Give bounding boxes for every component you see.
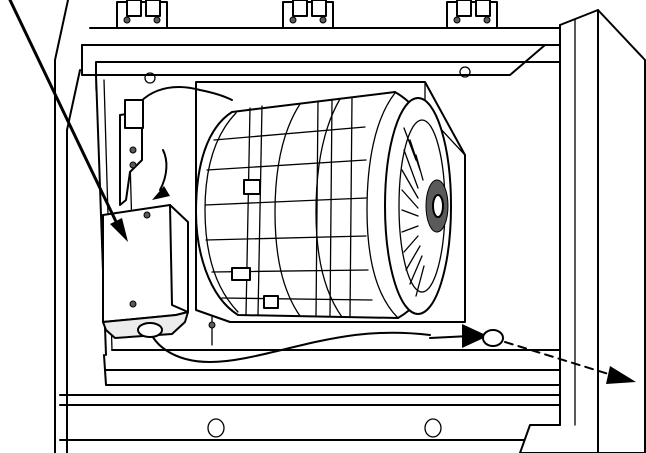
housing-frame [54, 0, 561, 453]
cord-exit-dashed-arrow [504, 341, 636, 384]
grommet-icon [482, 329, 504, 347]
blower-motor [195, 91, 452, 319]
right-side-panel [519, 9, 646, 453]
front-panel-holes [207, 418, 442, 438]
hinge-icon [282, 0, 334, 29]
cord-entry-arrow [429, 324, 488, 348]
callout-leader-arrow [8, 0, 128, 242]
hinge-icon [446, 0, 498, 29]
hinge-icon [116, 0, 168, 29]
cord-routing-arrow [152, 149, 170, 200]
mount-bracket [119, 99, 144, 206]
